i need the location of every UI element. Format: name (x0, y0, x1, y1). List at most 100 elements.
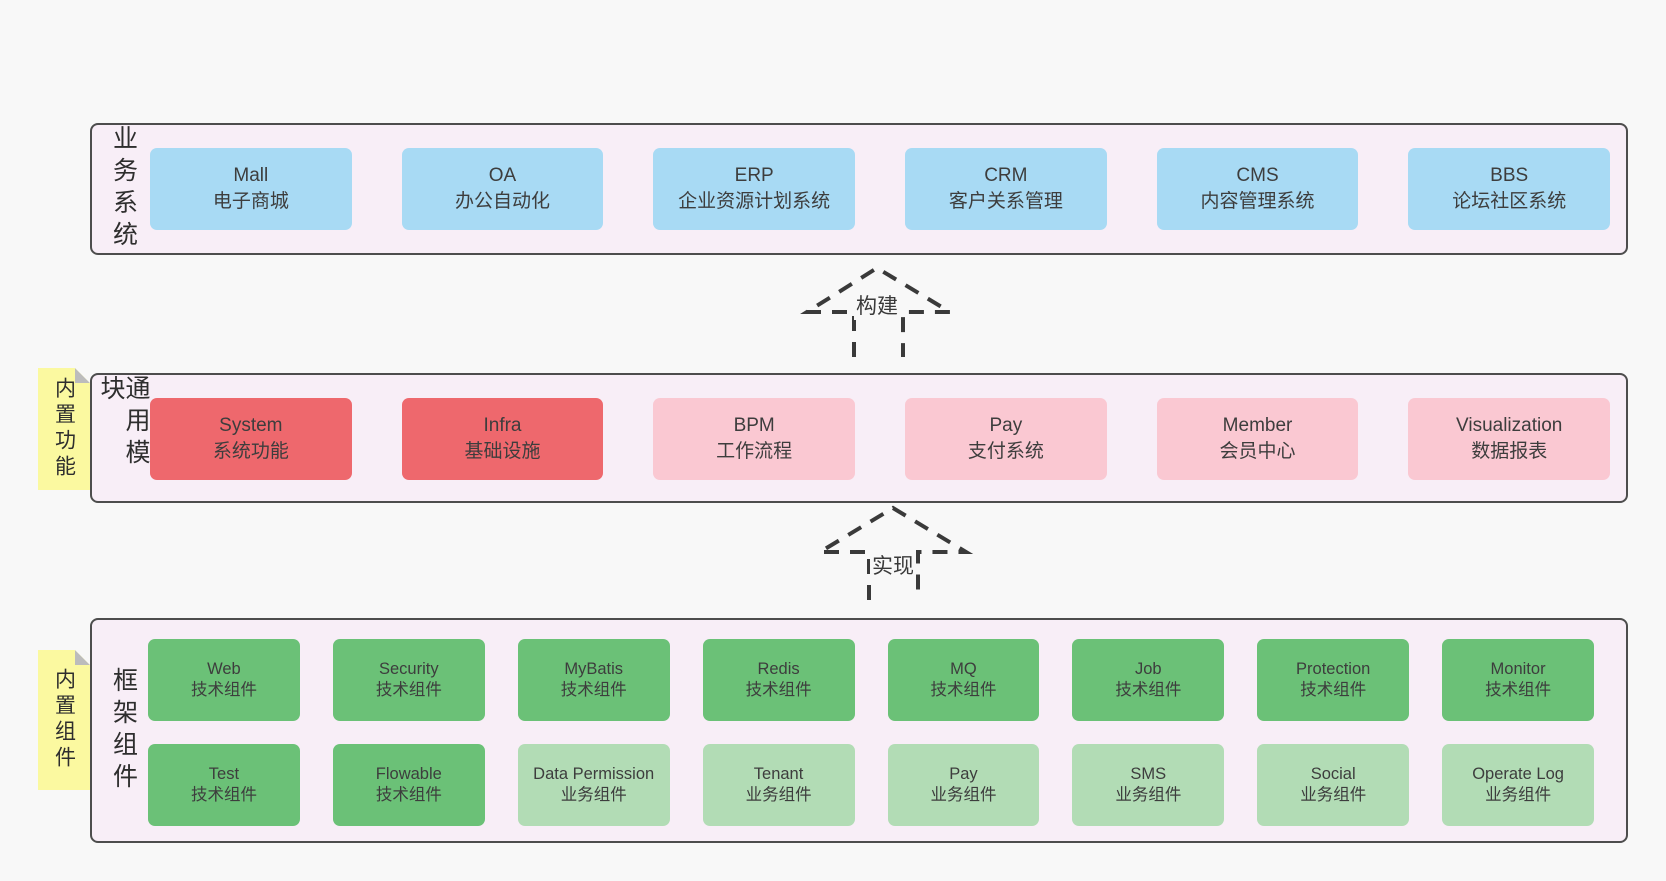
box-desc: 技术组件 (1300, 681, 1367, 699)
box-desc: 技术组件 (1115, 681, 1182, 699)
business-systems-row: Mall 电子商城 OA 办公自动化 ERP 企业资源计划系统 CRM 客户关系… (150, 148, 1611, 230)
sticky-note-built-in-functions: 内置功能 (38, 368, 90, 490)
box-name: OA (488, 165, 517, 187)
box-flowable: Flowable 技术组件 (332, 744, 485, 826)
box-test: Test 技术组件 (148, 744, 300, 826)
box-desc: 系统功能 (212, 441, 289, 462)
box-name: Monitor (1490, 659, 1546, 678)
box-name: Job (1135, 659, 1162, 678)
box-name: Member (1222, 415, 1293, 437)
box-name: Operate Log (1472, 764, 1564, 783)
band-framework-components: 框架组件 Web 技术组件 Security 技术组件 MyBatis 技术组件… (90, 618, 1628, 843)
box-bpm: BPM 工作流程 (653, 398, 856, 480)
box-desc: 支付系统 (967, 441, 1044, 462)
box-job: Job 技术组件 (1072, 639, 1225, 721)
box-name: BPM (733, 415, 775, 437)
box-desc: 技术组件 (190, 681, 257, 699)
box-name: ERP (734, 165, 774, 187)
box-desc: 业务组件 (930, 786, 997, 804)
box-desc: 内容管理系统 (1200, 191, 1315, 212)
box-desc: 业务组件 (1115, 786, 1182, 804)
box-cms: CMS 内容管理系统 (1156, 148, 1359, 230)
box-mq: MQ 技术组件 (887, 639, 1040, 721)
box-desc: 办公自动化 (455, 191, 551, 212)
box-pay-module: Pay 支付系统 (905, 398, 1107, 480)
box-name: Visualization (1456, 415, 1563, 437)
box-desc: 技术组件 (375, 681, 442, 699)
box-oa: OA 办公自动化 (401, 148, 604, 230)
box-name: System (219, 415, 283, 437)
band-business-systems: 业务系统 Mall 电子商城 OA 办公自动化 ERP 企业资源计划系统 CRM… (90, 123, 1628, 255)
box-name: Pay (989, 415, 1023, 437)
box-pay-component: Pay 业务组件 (887, 744, 1040, 826)
box-name: Data Permission (533, 764, 655, 783)
box-desc: 基础设施 (464, 441, 541, 462)
band-common-modules-label: 通用模块 (97, 375, 150, 471)
box-monitor: Monitor 技术组件 (1442, 639, 1594, 721)
box-name: Social (1310, 764, 1356, 783)
box-desc: 论坛社区系统 (1452, 191, 1567, 212)
box-bbs: BBS 论坛社区系统 (1408, 148, 1611, 230)
box-name: Mall (233, 165, 269, 187)
box-desc: 业务组件 (1300, 786, 1367, 804)
box-name: Tenant (753, 764, 804, 783)
box-name: BBS (1490, 165, 1529, 187)
box-desc: 电子商城 (212, 191, 289, 212)
box-visualization: Visualization 数据报表 (1408, 398, 1611, 480)
box-desc: 客户关系管理 (948, 191, 1063, 212)
band-business-systems-label: 业务系统 (109, 125, 138, 253)
build-arrow-label: 构建 (854, 290, 900, 320)
box-system: System 系统功能 (150, 398, 352, 480)
box-name: Protection (1296, 659, 1371, 678)
sticky-fold-icon (75, 368, 90, 383)
band-framework-components-label: 框架组件 (109, 666, 138, 795)
box-security: Security 技术组件 (332, 639, 485, 721)
implement-arrow-label: 实现 (870, 550, 916, 580)
box-name: Redis (757, 659, 800, 678)
box-desc: 技术组件 (1485, 681, 1552, 699)
sticky-note-label: 内置功能 (52, 377, 76, 481)
box-desc: 数据报表 (1471, 441, 1548, 462)
framework-components-row-1: Web 技术组件 Security 技术组件 MyBatis 技术组件 Redi… (148, 639, 1594, 721)
sticky-note-label: 内置组件 (52, 668, 76, 772)
sticky-note-built-in-components: 内置组件 (38, 650, 90, 790)
box-desc: 技术组件 (745, 681, 812, 699)
box-member: Member 会员中心 (1156, 398, 1359, 480)
box-name: MQ (950, 659, 977, 678)
box-social: Social 业务组件 (1257, 744, 1410, 826)
box-desc: 技术组件 (375, 786, 442, 804)
box-desc: 业务组件 (560, 786, 627, 804)
band-common-modules: 通用模块 System 系统功能 Infra 基础设施 BPM 工作流程 Pay… (90, 373, 1628, 503)
box-desc: 业务组件 (1485, 786, 1552, 804)
box-web: Web 技术组件 (148, 639, 300, 721)
box-desc: 技术组件 (930, 681, 997, 699)
box-name: Flowable (375, 764, 442, 783)
box-infra: Infra 基础设施 (401, 398, 604, 480)
box-tenant: Tenant 业务组件 (702, 744, 855, 826)
box-desc: 会员中心 (1219, 441, 1296, 462)
box-mybatis: MyBatis 技术组件 (517, 639, 670, 721)
box-operate-log: Operate Log 业务组件 (1442, 744, 1594, 826)
box-erp: ERP 企业资源计划系统 (653, 148, 856, 230)
common-modules-row: System 系统功能 Infra 基础设施 BPM 工作流程 Pay 支付系统… (150, 398, 1611, 480)
box-name: CRM (984, 165, 1028, 187)
box-redis: Redis 技术组件 (702, 639, 855, 721)
sticky-fold-icon (75, 650, 90, 665)
box-crm: CRM 客户关系管理 (905, 148, 1107, 230)
box-desc: 技术组件 (190, 786, 257, 804)
box-desc: 企业资源计划系统 (678, 191, 831, 212)
box-data-permission: Data Permission 业务组件 (517, 744, 670, 826)
box-name: MyBatis (564, 659, 624, 678)
box-desc: 工作流程 (716, 441, 793, 462)
box-name: Web (207, 659, 241, 678)
box-sms: SMS 业务组件 (1072, 744, 1225, 826)
box-protection: Protection 技术组件 (1257, 639, 1410, 721)
box-name: CMS (1236, 165, 1279, 187)
box-name: Security (379, 659, 439, 678)
box-name: Test (208, 764, 240, 783)
box-desc: 技术组件 (560, 681, 627, 699)
framework-components-row-2: Test 技术组件 Flowable 技术组件 Data Permission … (148, 744, 1594, 826)
box-name: SMS (1130, 764, 1167, 783)
box-mall: Mall 电子商城 (150, 148, 352, 230)
